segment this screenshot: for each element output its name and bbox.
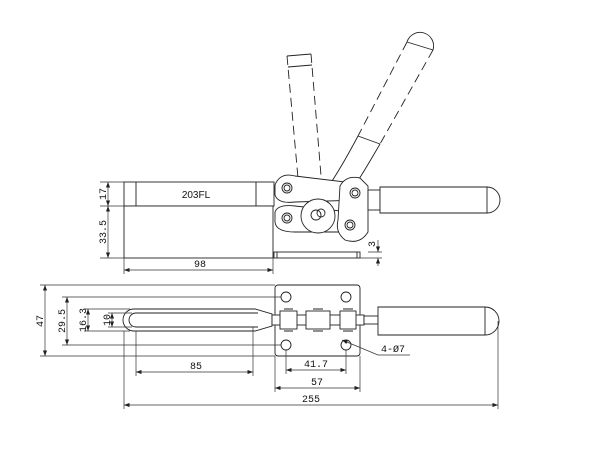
dim-body-height: 33.5 bbox=[99, 220, 110, 244]
pin-block bbox=[305, 310, 331, 330]
handle-lever bbox=[336, 176, 369, 242]
base-plate bbox=[273, 251, 361, 259]
handle-grip bbox=[379, 186, 501, 214]
dim-overall-width: 47 bbox=[36, 315, 47, 327]
dim-hole-spacing-horizontal: 41.7 bbox=[304, 360, 328, 371]
dim-base-thickness: 3 bbox=[368, 241, 379, 247]
mounting-hole bbox=[340, 291, 352, 303]
dim-plunger-height: 17 bbox=[99, 188, 110, 200]
dim-body-length: 98 bbox=[194, 260, 206, 271]
top-view: 47 29.5 16.3 10 85 41.7 57 255 4-Ø7 bbox=[36, 284, 500, 409]
dim-slot-length: 85 bbox=[190, 362, 202, 373]
clamp-body bbox=[123, 205, 274, 259]
dim-base-length: 57 bbox=[311, 378, 323, 389]
hole-callout: 4-Ø7 bbox=[381, 344, 405, 356]
dim-slot-width: 10 bbox=[103, 314, 114, 326]
handle-tilted-phantom bbox=[325, 31, 435, 191]
handle-grip-top bbox=[377, 306, 500, 336]
pin-block bbox=[339, 310, 357, 330]
pin-block bbox=[279, 310, 298, 330]
slot bbox=[128, 312, 258, 328]
model-label: 203FL bbox=[182, 190, 211, 201]
plunger-rod bbox=[123, 181, 275, 207]
handle-vertical-phantom bbox=[286, 53, 323, 189]
slotted-arm bbox=[122, 308, 273, 332]
dim-hole-spacing-vertical: 29.5 bbox=[58, 309, 69, 333]
side-view: 203FL 17 33.5 98 3 bbox=[99, 31, 501, 274]
dim-overall-length: 255 bbox=[302, 395, 320, 406]
dim-arm-width: 16.3 bbox=[79, 308, 90, 332]
